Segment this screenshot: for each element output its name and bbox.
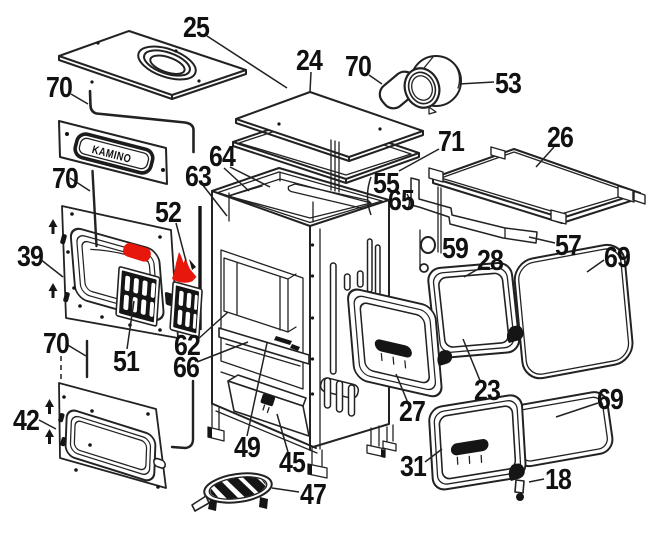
svg-text:69: 69: [604, 242, 631, 274]
svg-text:71: 71: [438, 126, 465, 158]
svg-text:24: 24: [296, 45, 323, 77]
svg-text:70: 70: [46, 72, 72, 104]
svg-text:57: 57: [555, 230, 581, 262]
svg-text:53: 53: [495, 68, 522, 100]
svg-text:70: 70: [43, 328, 69, 360]
svg-text:18: 18: [545, 464, 572, 496]
svg-text:39: 39: [17, 241, 44, 273]
svg-text:28: 28: [477, 245, 504, 277]
svg-text:26: 26: [547, 122, 574, 154]
svg-text:27: 27: [399, 396, 425, 428]
svg-text:70: 70: [52, 163, 78, 195]
svg-text:25: 25: [183, 12, 210, 44]
svg-text:47: 47: [300, 479, 326, 511]
svg-text:52: 52: [155, 197, 181, 229]
svg-text:51: 51: [113, 346, 140, 378]
svg-text:42: 42: [13, 405, 39, 437]
svg-text:49: 49: [234, 432, 261, 464]
svg-text:64: 64: [209, 141, 236, 173]
svg-text:31: 31: [400, 451, 427, 483]
svg-text:59: 59: [442, 233, 469, 265]
svg-text:23: 23: [474, 375, 501, 407]
svg-text:63: 63: [185, 161, 212, 193]
svg-text:55: 55: [373, 168, 400, 200]
svg-text:69: 69: [597, 384, 624, 416]
svg-text:45: 45: [279, 447, 306, 479]
svg-text:66: 66: [173, 352, 200, 384]
svg-text:70: 70: [345, 51, 371, 83]
svg-text:62: 62: [174, 330, 200, 362]
svg-text:65: 65: [388, 185, 415, 217]
